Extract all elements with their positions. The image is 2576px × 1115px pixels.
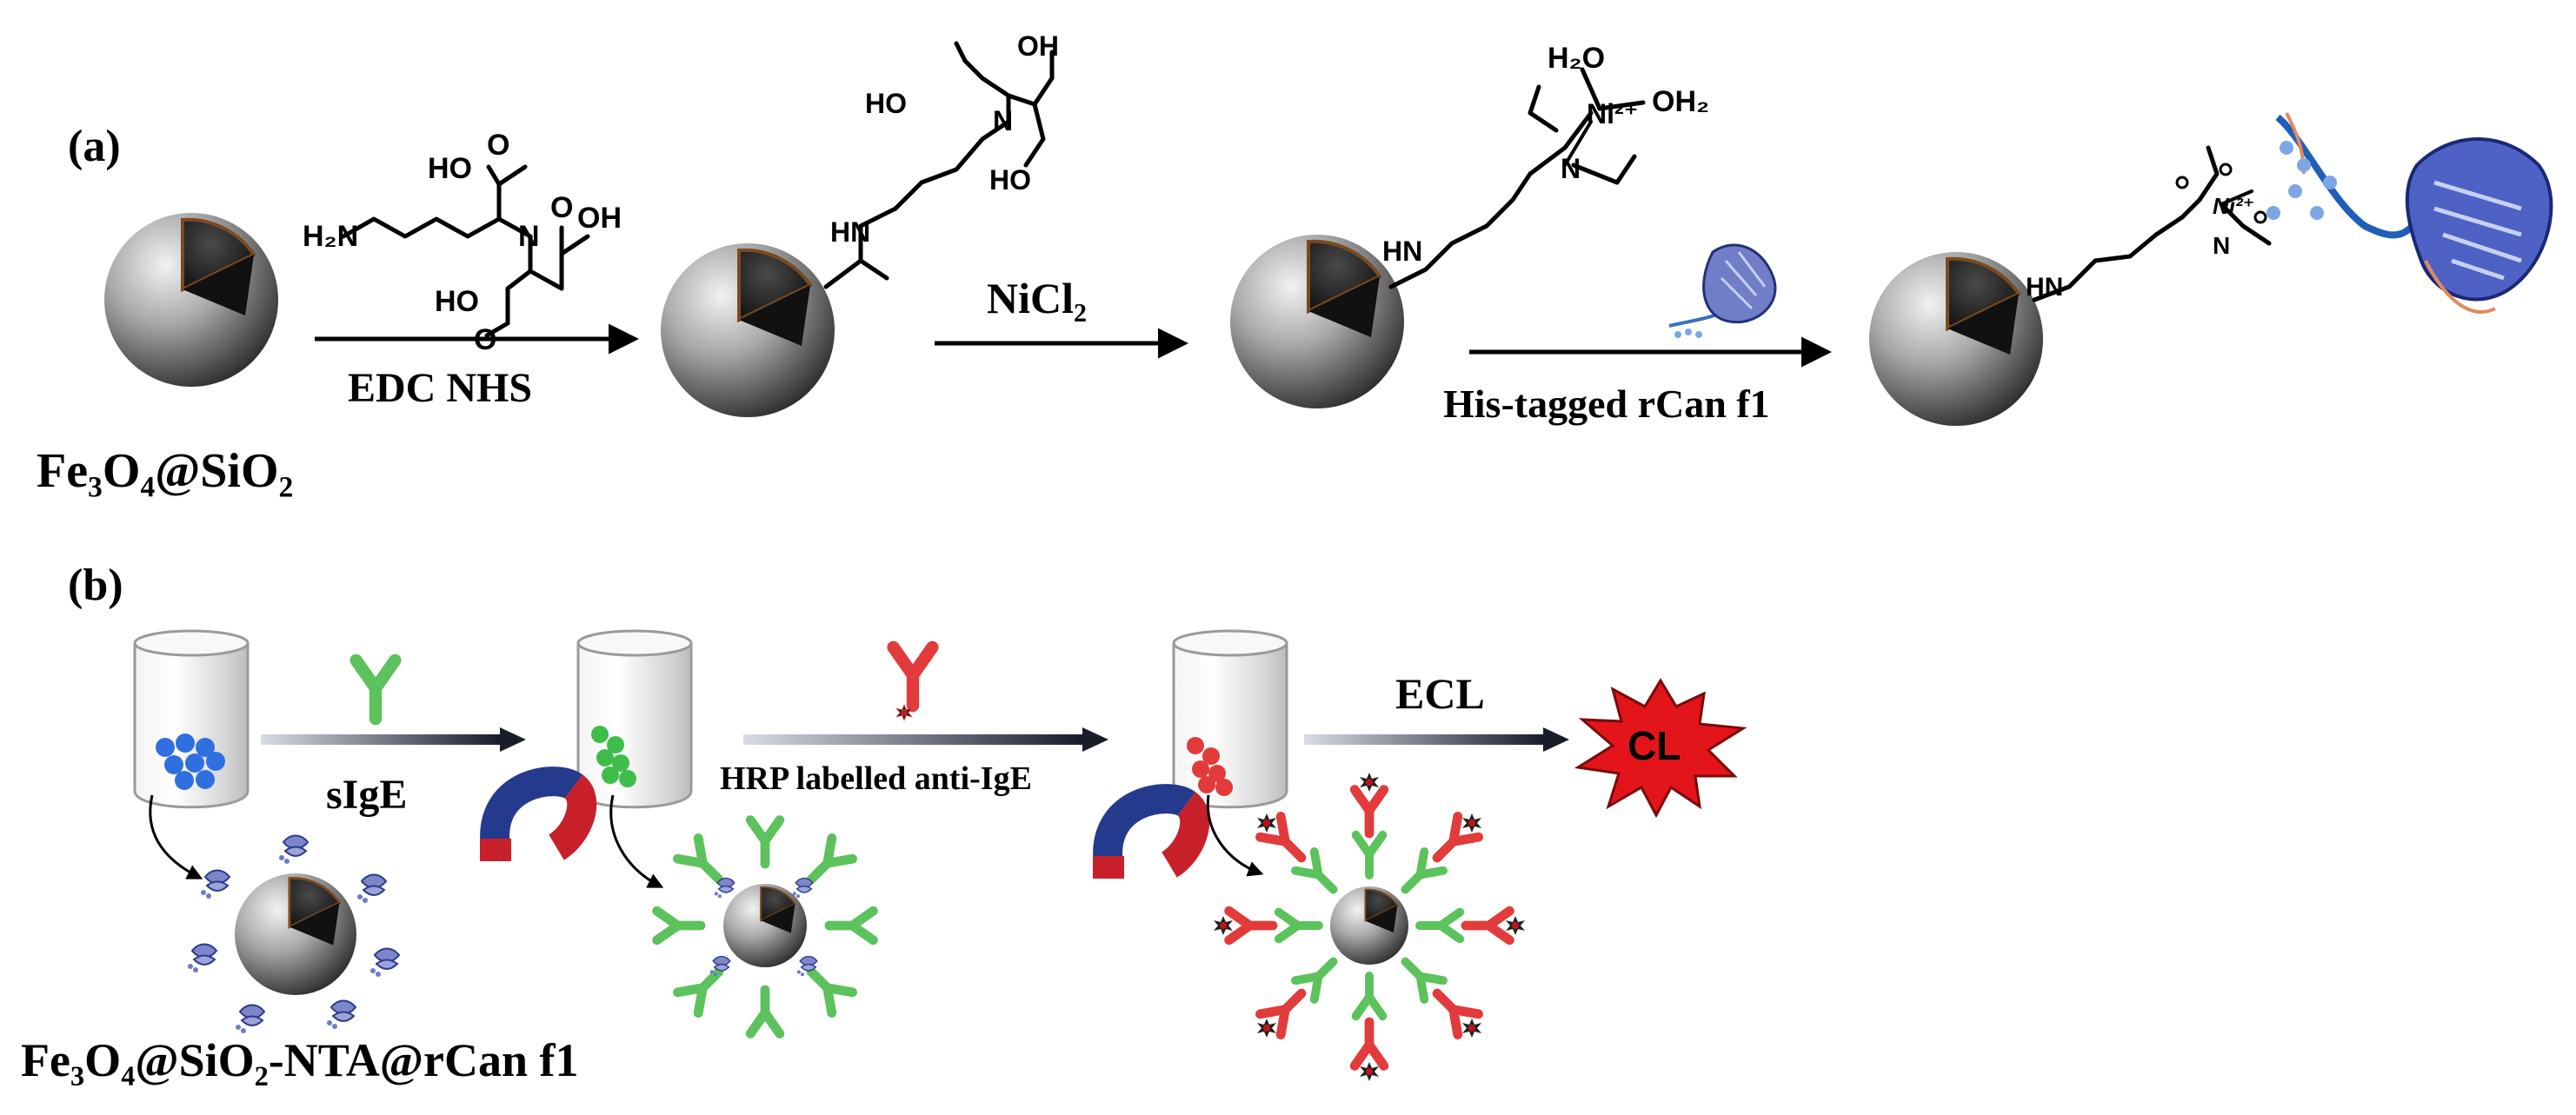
nta-oh-top-label: OH	[1017, 30, 1059, 62]
red-antibody-icon	[894, 647, 933, 721]
curved-arrow-2	[609, 794, 664, 888]
oxygen-top-label: O	[487, 129, 509, 162]
particle-rcan-f1	[187, 834, 400, 1034]
rcan-f1-protein-icon	[2266, 112, 2553, 314]
core-shell-particle-3	[1228, 233, 1406, 410]
core-shell-particle-2	[659, 242, 836, 419]
curved-arrow-1	[149, 794, 203, 879]
arrow-b2-shaft	[743, 734, 1082, 745]
acid-top-label: HO	[428, 152, 472, 185]
nta-reagent-structure: H₂N HO O N OH O HO O	[303, 129, 622, 356]
burst-label: CL	[1627, 723, 1681, 768]
final-conjugate-structure: HN Ni²⁺ N	[2026, 145, 2272, 302]
final-nickel-label: Ni²⁺	[2213, 193, 2254, 219]
core-shell-particle-4	[1867, 250, 2045, 428]
nta-amide-structure: HN HO OH HO N	[823, 30, 1059, 289]
blue-beads	[156, 733, 225, 790]
nta-ho-left-label: HO	[865, 88, 907, 119]
step2-label: NiCl₂	[987, 274, 1087, 322]
tube-2	[576, 629, 693, 809]
panel-b-label: (b)	[68, 561, 123, 610]
chemiluminescence-burst: CL	[1574, 678, 1747, 819]
final-hn-label: HN	[2026, 273, 2063, 302]
nta-ho-bottom-label: HO	[989, 164, 1031, 196]
arrow-b3-shaft	[1304, 734, 1543, 745]
final-n-label: N	[2213, 232, 2230, 259]
arrow-b1-shaft	[261, 734, 500, 745]
tube-3	[1172, 629, 1288, 809]
particle-hrp-complex	[1214, 773, 1525, 1081]
panel-a-label: (a)	[68, 122, 121, 171]
curved-arrow-3	[1206, 794, 1264, 877]
particle-label: Fe₃O₄@SiO₂-NTA@rCan f1	[21, 1034, 579, 1086]
nitrogen-label: N	[518, 220, 540, 253]
particle-sige	[657, 820, 874, 1034]
acid-right-label: OH	[577, 202, 622, 235]
core-shell-label: Fe₃O₄@SiO₂	[37, 444, 293, 498]
nickel-label: Ni²⁺	[1587, 98, 1639, 129]
ni-nta-complex-structure: HN H₂O OH₂ Ni²⁺ N	[1382, 42, 1709, 289]
tube-1	[133, 629, 250, 809]
step-b3-label: ECL	[1395, 669, 1485, 718]
his-tagged-protein-icon	[1668, 243, 1777, 338]
water-right-label: OH₂	[1652, 85, 1709, 118]
step-b1-label: sIgE	[326, 772, 407, 818]
oxygen-right-label: O	[550, 191, 573, 224]
magnet-icon-1	[480, 767, 597, 861]
arrow-b3-head	[1543, 727, 1569, 752]
complex-n-label: N	[1561, 153, 1581, 184]
acid-bottom-label: HO	[435, 285, 479, 318]
panel-b: (b) Fe₃O₄@SiO₂-NTA@rCan f1	[21, 561, 1747, 1086]
step1-label: EDC NHS	[348, 365, 532, 411]
magnet-icon-2	[1093, 784, 1210, 879]
red-beads	[1187, 737, 1233, 796]
panel-a: (a) Fe₃O₄@SiO₂ H₂N HO O N OH O HO O EDC …	[37, 30, 2553, 498]
nta-n-label: N	[993, 105, 1013, 136]
amine-label: H₂N	[303, 220, 358, 253]
green-antibody-icon	[356, 660, 396, 719]
core-shell-particle-1	[103, 211, 280, 388]
arrow-b1-head	[500, 727, 526, 752]
step3-label: His-tagged rCan f1	[1443, 382, 1770, 426]
amide-hn-label: HN	[830, 216, 870, 248]
step-b2-label: HRP labelled anti-IgE	[720, 760, 1032, 797]
complex-hn-label: HN	[1382, 236, 1422, 267]
water-top-label: H₂O	[1548, 42, 1605, 75]
arrow-b2-head	[1082, 727, 1108, 752]
green-beads	[591, 726, 636, 787]
